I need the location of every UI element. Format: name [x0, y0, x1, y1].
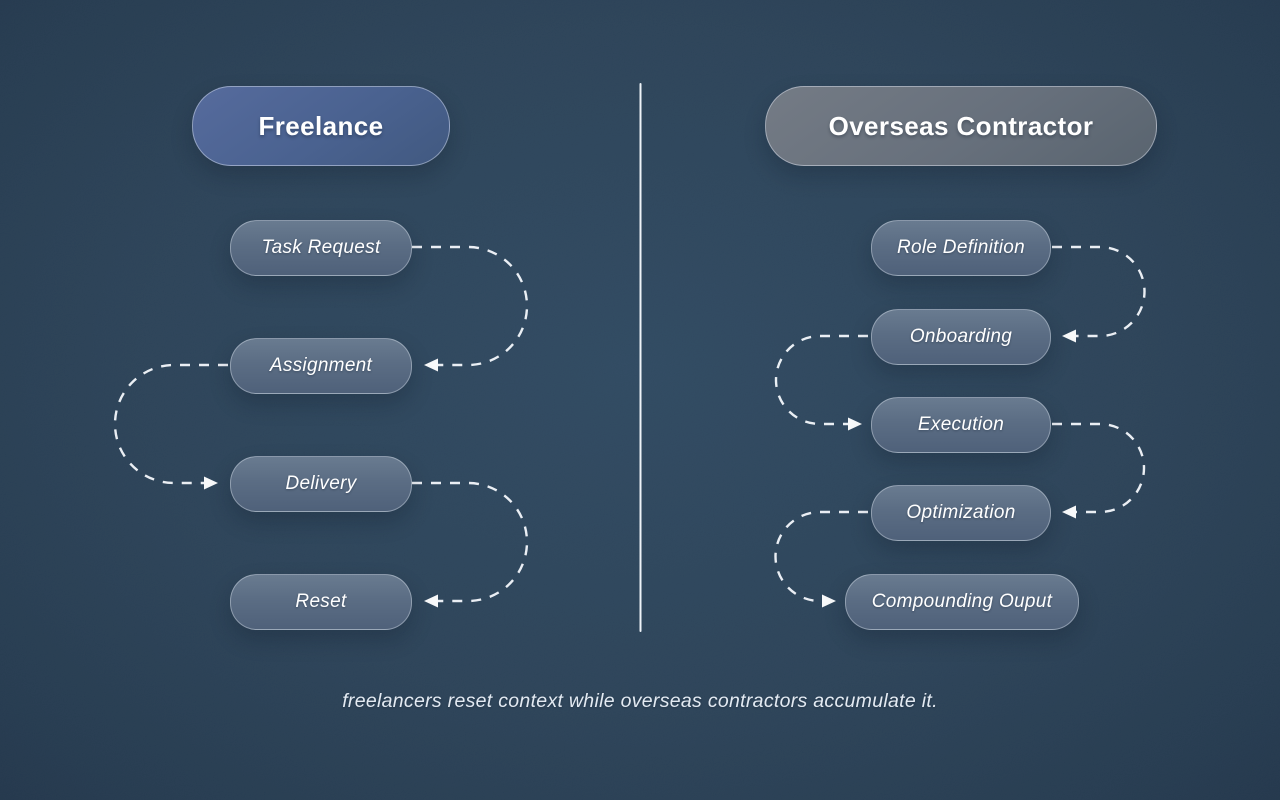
node-label: Compounding Ouput — [871, 591, 1053, 612]
node-execution: Execution — [871, 397, 1051, 453]
node-label: Assignment — [269, 355, 373, 376]
node-assignment: Assignment — [230, 338, 412, 394]
arrow-delivery-to-reset — [412, 481, 529, 603]
node-label: Delivery — [285, 473, 357, 494]
arrow-role-definition-to-onboarding — [1052, 245, 1146, 338]
contractor-header-pill: Overseas Contractor — [765, 86, 1157, 166]
arrowhead-right-icon — [204, 476, 218, 490]
freelance-header-label: Freelance — [258, 110, 384, 141]
node-label: Execution — [917, 414, 1005, 435]
node-onboarding: Onboarding — [871, 309, 1051, 365]
node-compounding-ouput: Compounding Ouput — [845, 574, 1079, 630]
node-task-request: Task Request — [230, 220, 412, 276]
node-label: Reset — [295, 591, 347, 612]
arrow-task-request-to-assignment — [412, 245, 529, 367]
arrowhead-left-icon — [1062, 329, 1076, 343]
node-reset: Reset — [230, 574, 412, 630]
arrowhead-left-icon — [424, 358, 438, 372]
arrow-assignment-to-delivery — [113, 363, 228, 485]
node-label: Role Definition — [896, 237, 1026, 258]
node-delivery: Delivery — [230, 456, 412, 512]
node-label: Task Request — [261, 237, 381, 258]
arrowhead-right-icon — [822, 594, 836, 608]
arrow-execution-to-optimization — [1052, 422, 1146, 514]
arrowhead-right-icon — [848, 417, 862, 431]
node-optimization: Optimization — [871, 485, 1051, 541]
node-label: Onboarding — [909, 326, 1013, 347]
node-role-definition: Role Definition — [871, 220, 1051, 276]
contractor-header-label: Overseas Contractor — [828, 110, 1094, 141]
arrowhead-left-icon — [424, 594, 438, 608]
freelance-header-pill: Freelance — [192, 86, 450, 166]
arrowhead-left-icon — [1062, 505, 1076, 519]
caption-text: freelancers reset context while overseas… — [342, 690, 938, 712]
arrow-onboarding-to-execution — [774, 334, 868, 426]
node-label: Optimization — [906, 502, 1016, 523]
